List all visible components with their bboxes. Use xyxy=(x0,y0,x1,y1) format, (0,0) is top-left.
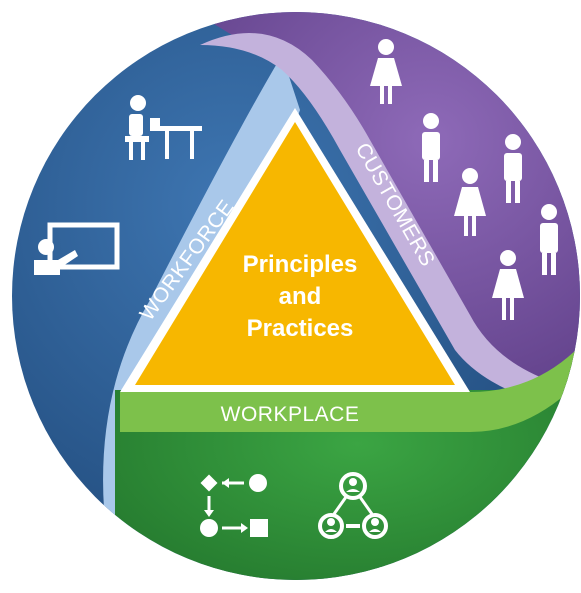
female-person-icon xyxy=(492,250,524,320)
principles-triangle xyxy=(135,122,455,385)
desk-worker-icon xyxy=(125,95,202,160)
center-label-line1: Principles xyxy=(243,251,358,278)
workplace-label: WORKPLACE xyxy=(221,403,360,426)
female-person-icon xyxy=(370,39,402,104)
male-person-icon xyxy=(422,113,440,182)
center-label-line2: and xyxy=(279,283,322,310)
process-flow-icon xyxy=(200,474,268,537)
center-label-line3: Practices xyxy=(247,315,354,342)
female-person-icon xyxy=(454,168,486,236)
customers-band xyxy=(200,33,580,412)
male-person-icon xyxy=(540,204,558,275)
workplace-band xyxy=(120,345,580,432)
team-network-icon xyxy=(318,472,388,539)
male-person-icon xyxy=(504,134,522,203)
presentation-board-icon xyxy=(34,222,120,275)
